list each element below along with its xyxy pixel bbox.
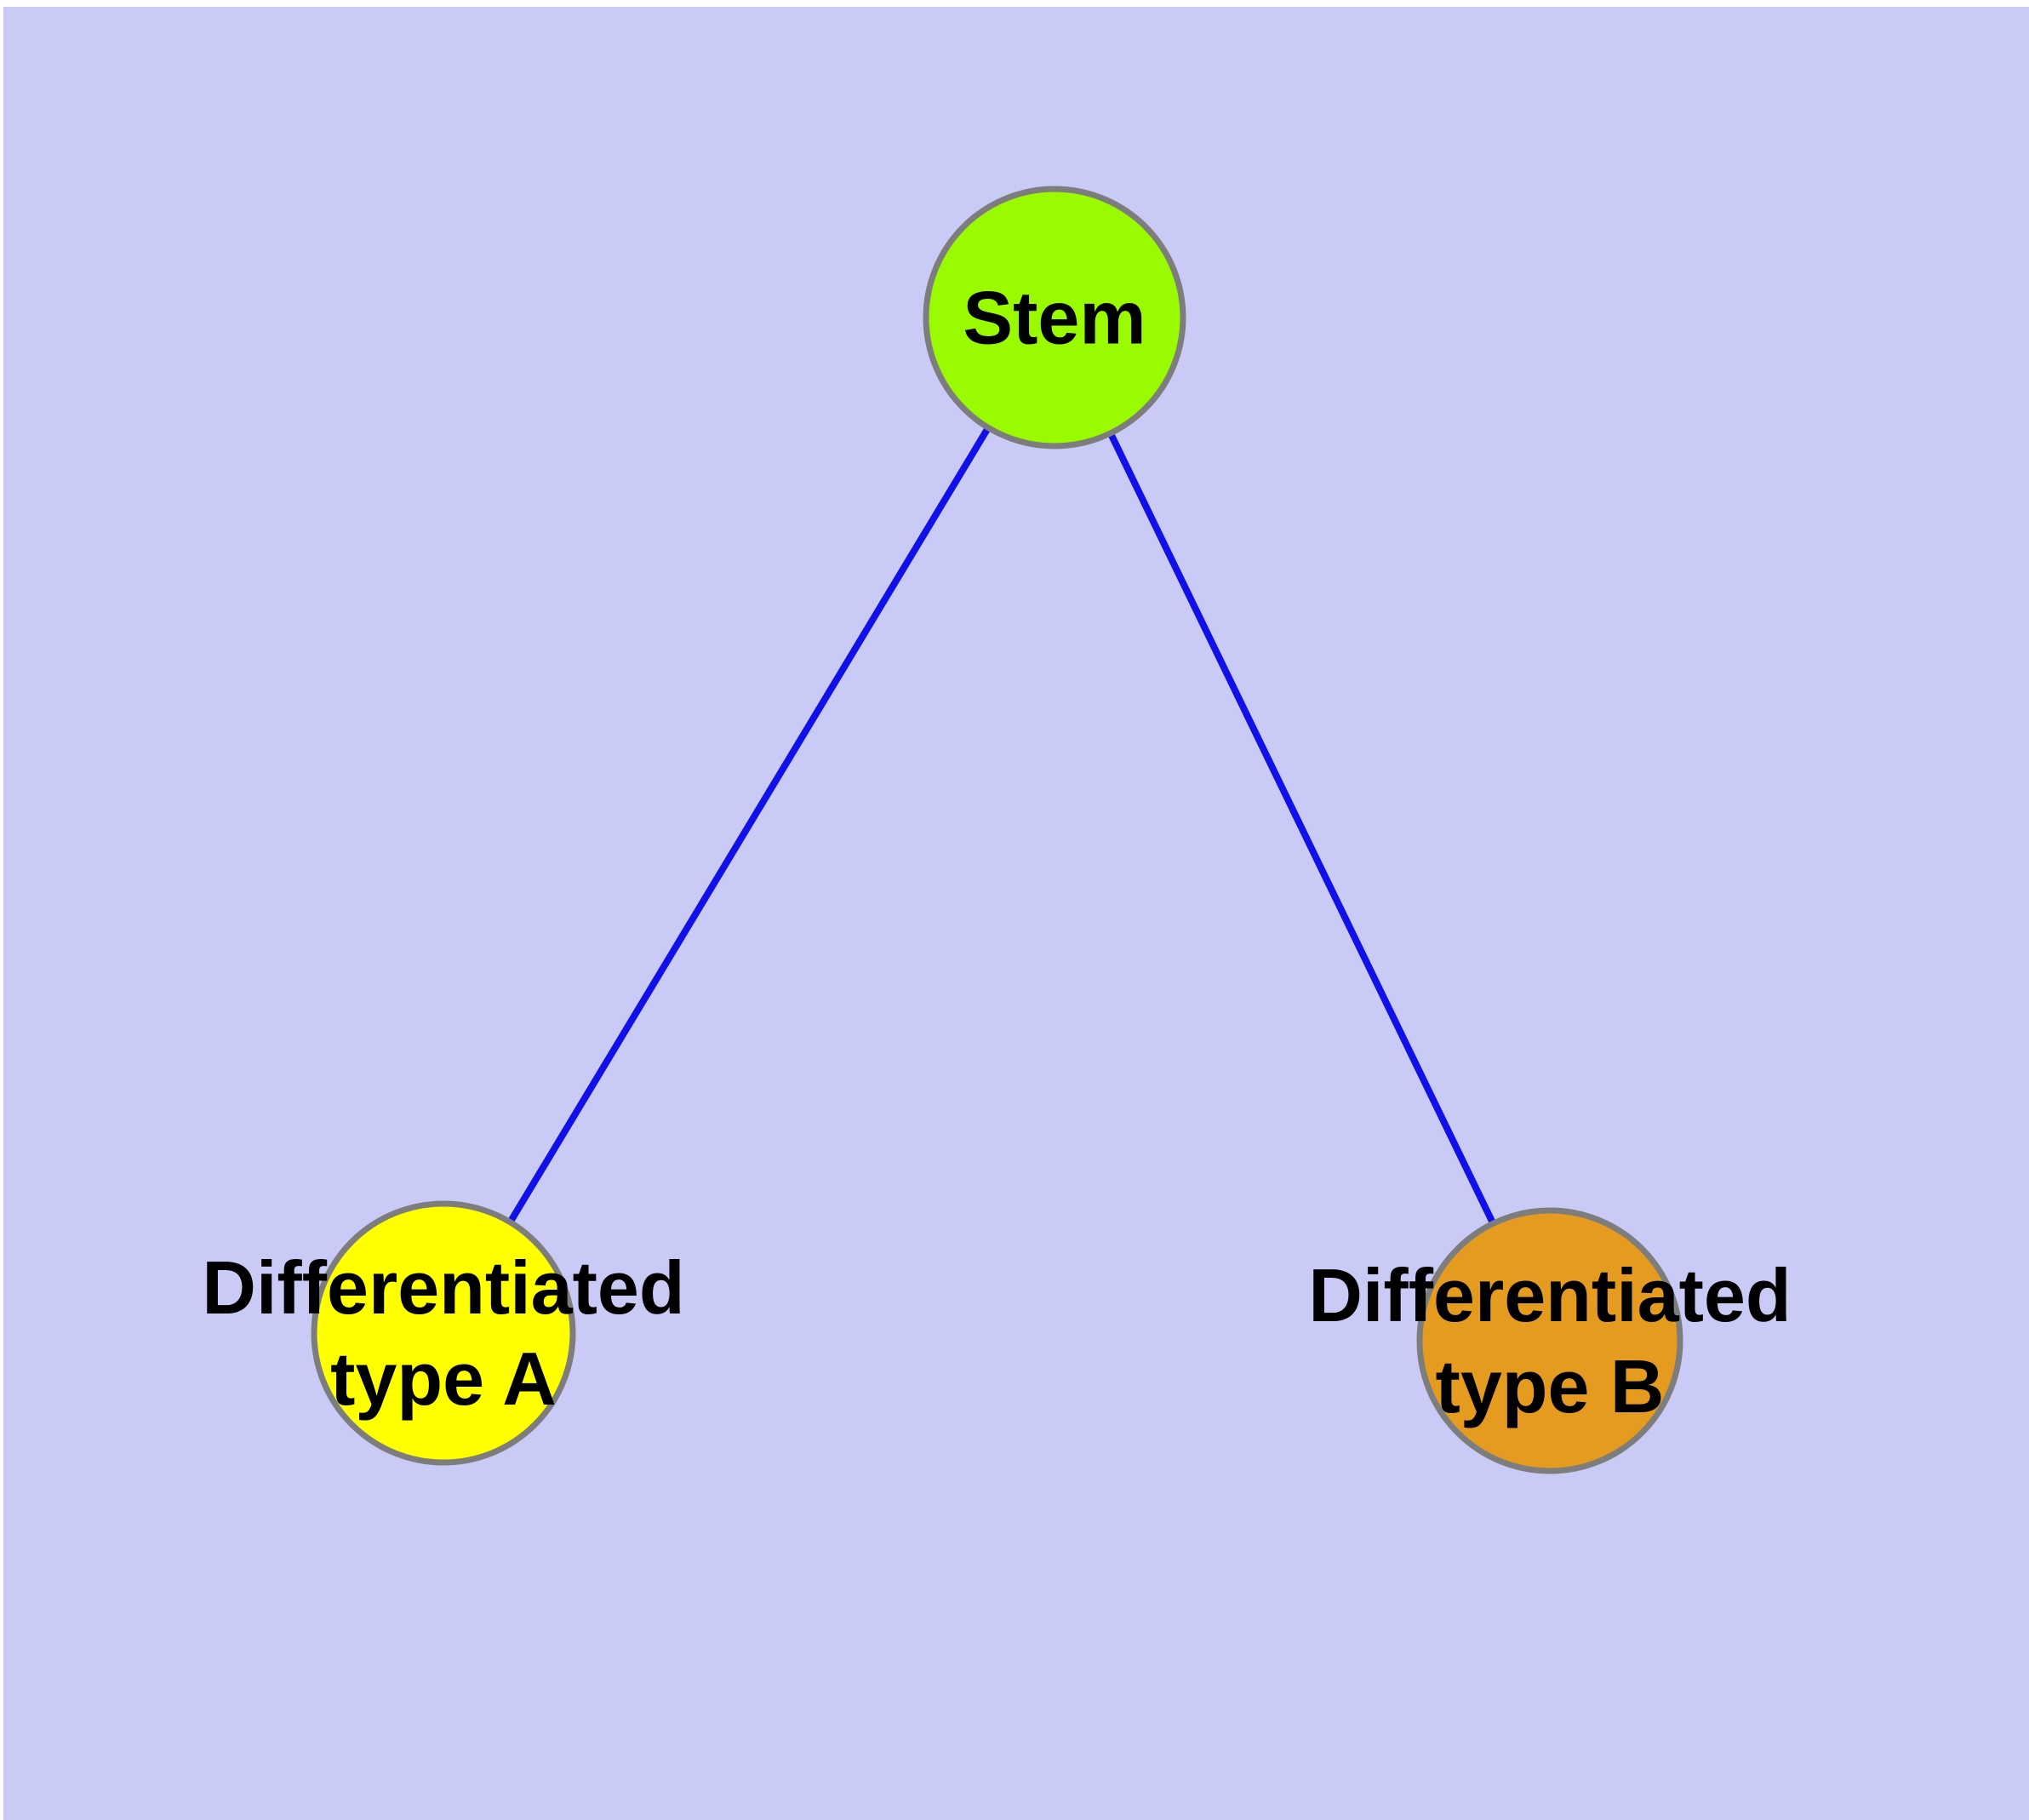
node-type-a-circle [311,1200,576,1466]
node-type-b-circle [1416,1207,1683,1474]
node-stem-circle [923,186,1186,449]
edge-stem-to-type-b [1051,316,1553,1342]
edge-stem-to-type-a [440,315,1058,1336]
